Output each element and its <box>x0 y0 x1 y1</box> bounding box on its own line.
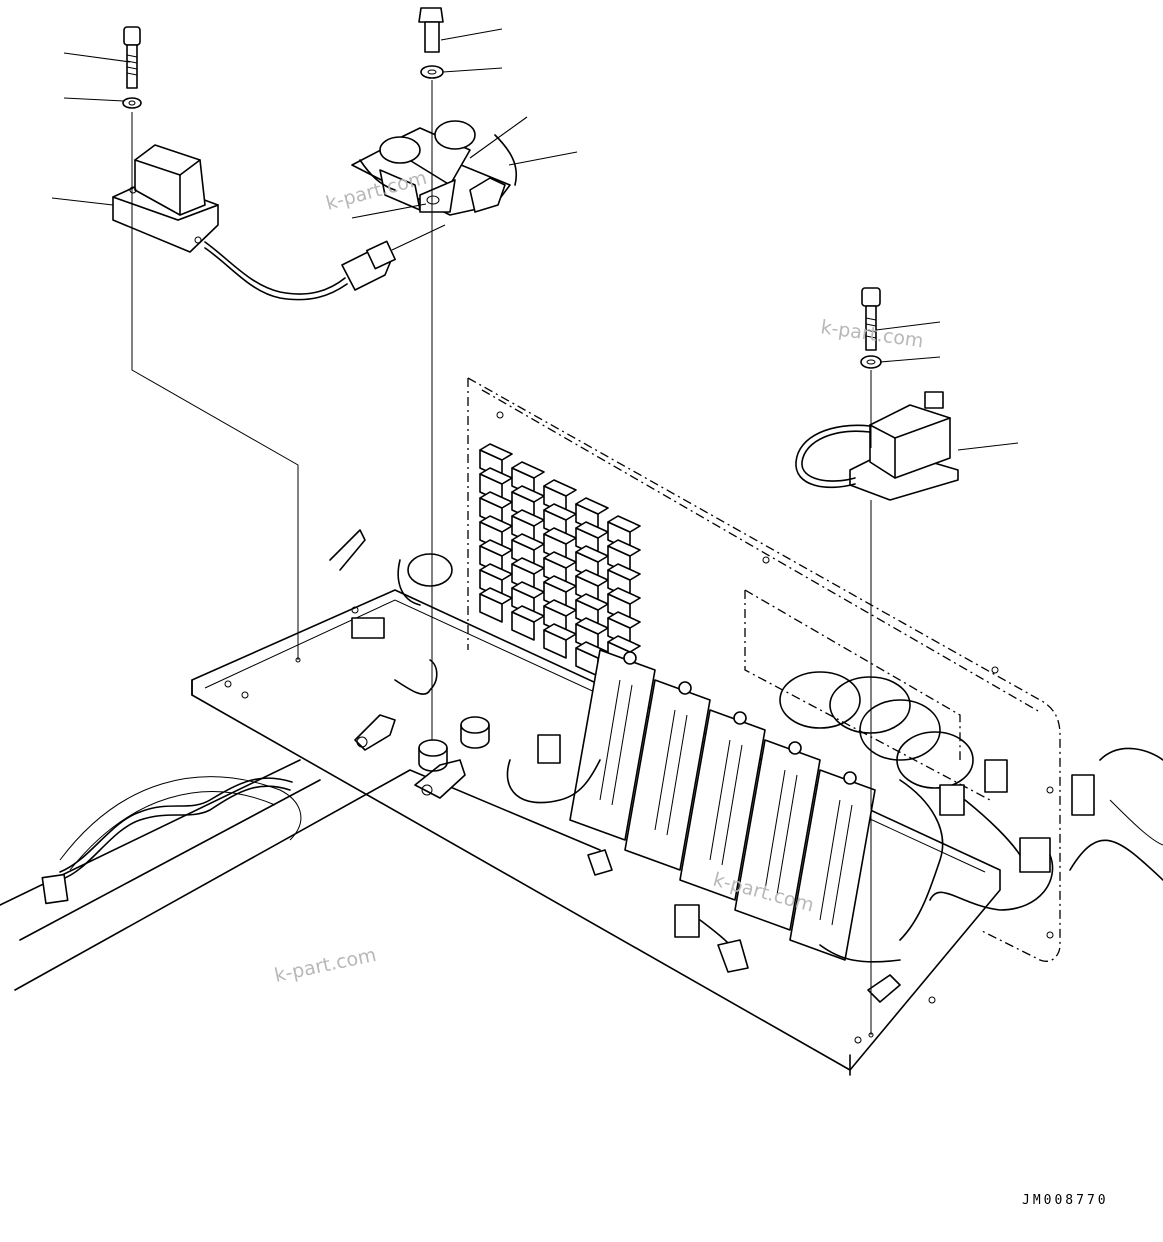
fuse-boards <box>569 649 876 961</box>
terminal-nut <box>623 651 637 665</box>
watermark: k-part.com <box>272 944 378 987</box>
drawing-code: JM008770 <box>1022 1193 1109 1208</box>
sensor-unit-right <box>795 391 959 501</box>
fuse-strip <box>599 679 633 806</box>
leader-lines <box>51 28 1019 451</box>
fuse-strip <box>709 739 743 866</box>
relay-top <box>607 539 641 557</box>
bolt-center <box>418 7 444 79</box>
relay-top <box>607 515 641 533</box>
bolt-right <box>860 287 882 369</box>
terminal-nut <box>678 681 692 695</box>
fuse-board <box>679 709 766 901</box>
fuse-board <box>624 679 711 871</box>
fuse-board <box>734 739 821 931</box>
tray-connectors <box>899 759 1095 941</box>
bolt-left <box>122 26 142 109</box>
fuse-board <box>789 769 876 961</box>
relay-top <box>575 497 609 515</box>
relay-top <box>607 611 641 629</box>
relay-top <box>511 461 545 479</box>
relay-top <box>607 563 641 581</box>
clamp-bracket-assembly <box>351 120 517 216</box>
terminal-nut <box>733 711 747 725</box>
relay-back-panel <box>467 377 1061 962</box>
wire-harness-left <box>41 777 293 905</box>
relay-top <box>479 443 513 461</box>
assembly-axis-lines <box>131 80 874 1038</box>
terminal-nut <box>788 741 802 755</box>
fuse-board <box>569 649 656 841</box>
relay-top <box>543 479 577 497</box>
relay-array <box>479 443 641 677</box>
fuse-strip <box>764 769 798 896</box>
controller-unit-left <box>112 144 396 301</box>
tray-small-parts <box>351 553 901 1003</box>
fuse-strip <box>654 709 688 836</box>
fuse-strip <box>819 799 853 926</box>
terminal-nut <box>843 771 857 785</box>
relay-top <box>607 587 641 605</box>
relay-top <box>607 635 641 653</box>
fan-housings <box>779 671 974 789</box>
